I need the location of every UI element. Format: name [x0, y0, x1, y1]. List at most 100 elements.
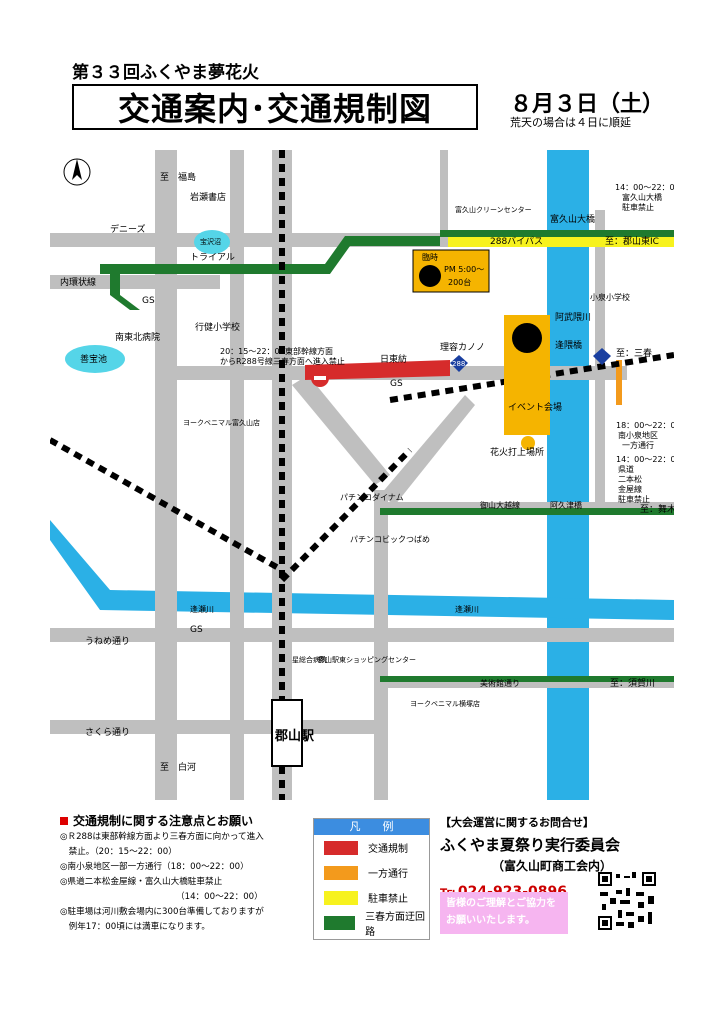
label-to-shirakawa: 至 白河 [160, 761, 196, 773]
zenpo-pond [65, 345, 125, 373]
label-sasahara2: 逢瀬川 [455, 604, 479, 614]
notes-section: 交通規制に関する注意点とお願い ◎Ｒ288は東部幹線方面より三春方面に向かって進… [60, 812, 310, 935]
label-parking-time: PM 5:00〜 [444, 265, 484, 274]
label-bijutsu: 美術館通り [480, 678, 520, 688]
contact-heading: 【大会運営に関するお問合せ】 [440, 816, 594, 829]
label-minamikoizumi2: 一方通行 [622, 440, 654, 450]
note-line: ◎駐車場は河川敷会場内に300台準備しておりますが [60, 907, 264, 917]
label-fukuyama-ohashi2: 御山大越線 [480, 500, 520, 510]
contact-message: 皆様のご理解とご協力を お願いいたします。 [440, 892, 568, 934]
label-restriction-time: 20：15〜22：00 [220, 347, 285, 356]
label-event-venue: イベント会場 [508, 401, 562, 413]
qr-code-icon[interactable] [598, 872, 656, 930]
legend-item: 交通規制 [314, 835, 429, 860]
note-line: 禁止。（20：15〜22：00） [60, 847, 177, 857]
label-pachinko1: パチンコダイナム [340, 492, 404, 502]
label-fukuyama-ohashi: 富久山大橋 [550, 213, 595, 225]
label-fukuyama-clean: 富久山クリーンセンター [455, 205, 532, 214]
note-line: ◎南小泉地区一部一方通行（18：00〜22：00） [60, 862, 249, 872]
label-kendo3: 金屋線 [618, 484, 642, 494]
label-nikkyo: 日東紡 [380, 353, 407, 365]
label-fireworks: 花火打上場所 [490, 446, 544, 458]
notes-heading: 交通規制に関する注意点とお願い [60, 812, 310, 830]
map-svg: P N 至 福島 至 白河 至：郡山東IC 至：三春 至：須賀川 至：舞木 デニ… [50, 150, 674, 800]
legend-swatch [324, 915, 356, 930]
parking-p-icon-venue [512, 323, 542, 353]
label-gs1: GS [142, 296, 155, 306]
label-gs2: GS [390, 379, 403, 389]
label-york1: ヨークベニマル富久山店 [183, 418, 260, 427]
legend-item: 一方通行 [314, 860, 429, 885]
noparking-bypass [448, 237, 674, 247]
label-trial: トライアル [190, 252, 235, 263]
label-parking-count: 200台 [448, 277, 471, 287]
label-hozawa: 宝沢沼 [200, 237, 221, 246]
label-minamikoizumi1: 南小泉地区 [618, 430, 658, 440]
legend: 凡 例 交通規制 一方通行 駐車禁止 三春方面迂回路 [313, 818, 430, 940]
label-abukuma-ohashi: 阿久津橋 [550, 500, 582, 510]
label-hoshi: 星総合病院 [292, 655, 327, 664]
contact-org: ふくやま夏祭り実行委員会 [440, 836, 621, 854]
label-riyou: 理容カノノ [440, 341, 485, 353]
compass-needle-icon [72, 159, 82, 180]
legend-item: 駐車禁止 [314, 885, 429, 910]
traffic-map[interactable]: P N 至 福島 至 白河 至：郡山東IC 至：三春 至：須賀川 至：舞木 デニ… [50, 150, 674, 800]
label-kendo2: 二本松 [618, 474, 642, 484]
label-restriction-text: からR288号線三春方面へ進入禁止 [220, 356, 345, 366]
label-hakko: 逢隈橋 [555, 339, 582, 351]
label-denys: デニーズ [110, 223, 146, 235]
legend-swatch [324, 865, 358, 880]
legend-swatch [324, 890, 358, 905]
rain-note: 荒天の場合は４日に順延 [510, 116, 631, 129]
label-time-kendo: 14：00〜22：00 [616, 455, 674, 464]
hozawa-pond [194, 230, 230, 254]
sasahara-river [50, 520, 674, 620]
event-subtitle: 第３３回ふくやま夢花火 [72, 63, 259, 83]
note-line: 例年17：00頃には満車になります。 [60, 922, 210, 932]
label-to-tamura: 至：舞木 [640, 503, 674, 515]
label-iwase: 岩瀬書店 [190, 191, 226, 203]
legend-item: 三春方面迂回路 [314, 910, 429, 938]
label-nannbu: 南東北病院 [115, 331, 160, 343]
label-zenpo: 善宝池 [80, 353, 107, 365]
label-koriyama-shopping: 郡山駅東ショッピングセンター [318, 655, 416, 664]
detour-route [100, 230, 674, 682]
label-tobu-direction: 東部幹線方面 [285, 346, 333, 356]
label-pachinko2: パチンコビックつばめ [350, 535, 430, 544]
page-title: 交通案内･交通規制図 [72, 84, 478, 130]
contact-section: 【大会運営に関するお問合せ】 ふくやま夏祭り実行委員会 （富久山町商工会内） ℡… [440, 814, 664, 934]
label-to-misaka: 至：三春 [616, 347, 652, 359]
label-time-minamikoizumi: 18：00〜22：00 [616, 421, 674, 430]
label-sakura: さくら通り [85, 727, 130, 738]
contact-sub: （富久山町商工会内） [491, 859, 612, 873]
legend-swatch [324, 840, 358, 855]
parking-p-icon-temp [419, 265, 441, 287]
label-koizumi: 小泉小学校 [590, 292, 630, 302]
legend-title: 凡 例 [314, 819, 429, 835]
label-kendo4: 駐車禁止 [618, 494, 650, 504]
station-box [271, 699, 303, 767]
note-line: ◎Ｒ288は東部幹線方面より三春方面に向かって進入 [60, 832, 264, 842]
bullet-icon [60, 817, 68, 825]
label-uchi-loop: 内環状線 [60, 276, 96, 288]
label-uneme: うねめ通り [85, 636, 130, 647]
oneway-koizumi [616, 360, 622, 405]
note-line: ◎県道二本松金屋線・富久山大橋駐車禁止 [60, 877, 223, 887]
label-station: 郡山駅 [274, 728, 315, 744]
abukuma-river [547, 150, 589, 800]
label-bypass288: 288バイパス [490, 236, 543, 247]
label-sasahara1: 逢瀬川 [190, 604, 214, 614]
label-to-koriyama-ic: 至：郡山東IC [605, 235, 659, 247]
label-ohashi-np2: 駐車禁止 [622, 202, 654, 212]
label-kendo1: 県道 [618, 464, 634, 474]
route288-badge-icon [450, 355, 468, 372]
label-route288: 288 [452, 360, 465, 368]
label-rinji: 臨時 [422, 252, 438, 262]
label-to-bijutsu: 至：須賀川 [610, 677, 655, 689]
label-to-fukushima: 至 福島 [160, 171, 196, 183]
restriction-arrow [305, 360, 450, 380]
label-gs3: GS [190, 625, 203, 635]
label-time-ohashi: 14：00〜22：00 [615, 183, 674, 192]
label-ohashi-np1: 富久山大橋 [622, 192, 662, 202]
fireworks-marker [521, 436, 535, 450]
